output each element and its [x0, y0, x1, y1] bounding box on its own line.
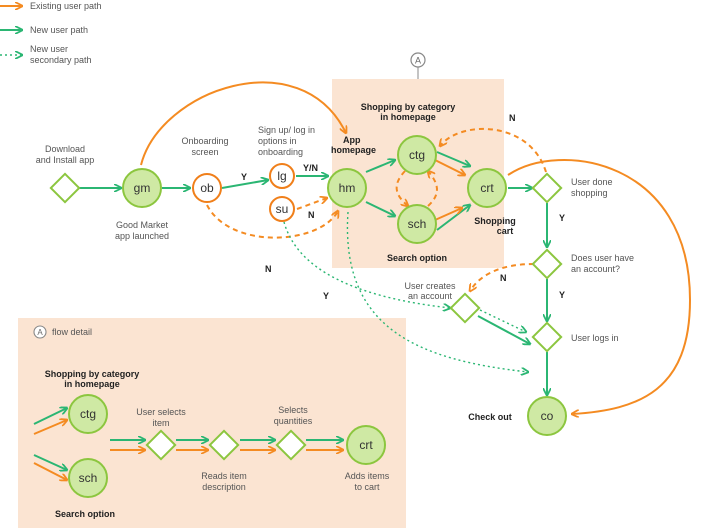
done-shopping-label-1: User done	[571, 177, 613, 187]
has-account-label-2: an account?	[571, 264, 620, 274]
crt-node-label: crt	[480, 181, 494, 195]
search-option-label: Search option	[387, 253, 447, 263]
detail-reads-label-2: description	[202, 482, 246, 492]
detail-sch-node	[68, 458, 108, 498]
detail-reads-item-diamond	[208, 429, 240, 461]
lg-node	[269, 163, 295, 189]
detail-shopping-category-label-1: Shopping by category	[45, 369, 140, 379]
detail-quantities-label-1: Selects	[278, 405, 308, 415]
app-homepage-label-1: App	[343, 135, 361, 145]
edge-label-n2: N	[265, 264, 272, 274]
shopping-category-label-2: in homepage	[380, 112, 436, 122]
edge-label-yn: Y/N	[303, 163, 318, 173]
co-node	[527, 396, 567, 436]
download-label-2: and Install app	[36, 155, 95, 165]
done-shopping-label-2: shopping	[571, 188, 608, 198]
detail-adds-label-2: to cart	[354, 482, 380, 492]
download-decision-diamond	[49, 172, 81, 204]
checkout-label: Check out	[468, 412, 512, 422]
onboarding-label-2: screen	[191, 147, 218, 157]
done-shopping-diamond	[531, 172, 563, 204]
hm-node-label: hm	[339, 181, 356, 195]
logs-in-label: User logs in	[571, 333, 619, 343]
edge-label-n3: N	[509, 113, 516, 123]
shopping-cart-label-1: Shopping	[474, 216, 516, 226]
signup-label-3: onboarding	[258, 147, 303, 157]
detail-sch-label: sch	[79, 471, 98, 485]
sch-node	[397, 204, 437, 244]
gm-node	[122, 168, 162, 208]
signup-label-1: Sign up/ log in	[258, 125, 315, 135]
logs-in-diamond	[531, 321, 563, 353]
onboarding-label-1: Onboarding	[181, 136, 228, 146]
detail-ctg-label: ctg	[80, 407, 96, 421]
edge-label-y4: Y	[559, 290, 565, 300]
ob-node	[192, 173, 222, 203]
shopping-category-label-1: Shopping by category	[361, 102, 456, 112]
edge-label-y2: Y	[323, 291, 329, 301]
legend: Existing user path New user path New use…	[0, 1, 102, 65]
detail-selects-item-diamond	[145, 429, 177, 461]
detail-shopping-category-label-2: in homepage	[64, 379, 120, 389]
app-homepage-label-2: homepage	[331, 145, 376, 155]
ob-node-label: ob	[200, 181, 214, 195]
creates-account-diamond	[449, 292, 481, 324]
su-node-label: su	[276, 202, 289, 216]
gm-label-2: app launched	[115, 231, 169, 241]
detail-search-option-label: Search option	[55, 509, 115, 519]
detail-marker-label: A	[37, 328, 43, 337]
su-node	[269, 196, 295, 222]
edge-label-n4: N	[500, 273, 507, 283]
detail-selects-item-label-1: User selects	[136, 407, 186, 417]
sch-node-label: sch	[408, 217, 427, 231]
edge-label-y3: Y	[559, 213, 565, 223]
detail-header: flow detail	[52, 327, 92, 337]
gm-label-1: Good Market	[116, 220, 169, 230]
legend-existing-label: Existing user path	[30, 1, 102, 11]
detail-quantities-diamond	[275, 429, 307, 461]
detail-selects-item-label-2: item	[152, 418, 169, 428]
lg-node-label: lg	[277, 169, 286, 183]
co-node-label: co	[541, 409, 554, 423]
detail-marker-a-icon	[33, 325, 47, 339]
has-account-label-1: Does user have	[571, 253, 634, 263]
edge-label-n1: N	[308, 210, 315, 220]
marker-a-label: A	[415, 56, 421, 66]
detail-ctg-node	[68, 394, 108, 434]
detail-quantities-label-2: quantities	[274, 416, 313, 426]
legend-secondary-label-2: secondary path	[30, 55, 92, 65]
has-account-diamond	[531, 248, 563, 280]
legend-new-path-label: New user path	[30, 25, 88, 35]
detail-crt-label: crt	[359, 438, 373, 452]
gm-node-label: gm	[134, 181, 151, 195]
detail-reads-label-1: Reads item	[201, 471, 247, 481]
hm-node	[327, 168, 367, 208]
shopping-cart-label-2: cart	[497, 226, 514, 236]
creates-account-label-1: User creates	[404, 281, 456, 291]
edge-label-y1: Y	[241, 172, 247, 182]
ctg-node	[397, 135, 437, 175]
crt-node	[467, 168, 507, 208]
detail-adds-label-1: Adds items	[345, 471, 390, 481]
ctg-node-label: ctg	[409, 148, 425, 162]
legend-secondary-label-1: New user	[30, 44, 68, 54]
signup-label-2: options in	[258, 136, 297, 146]
detail-crt-node	[346, 425, 386, 465]
creates-account-label-2: an account	[408, 291, 453, 301]
download-label-1: Download	[45, 144, 85, 154]
